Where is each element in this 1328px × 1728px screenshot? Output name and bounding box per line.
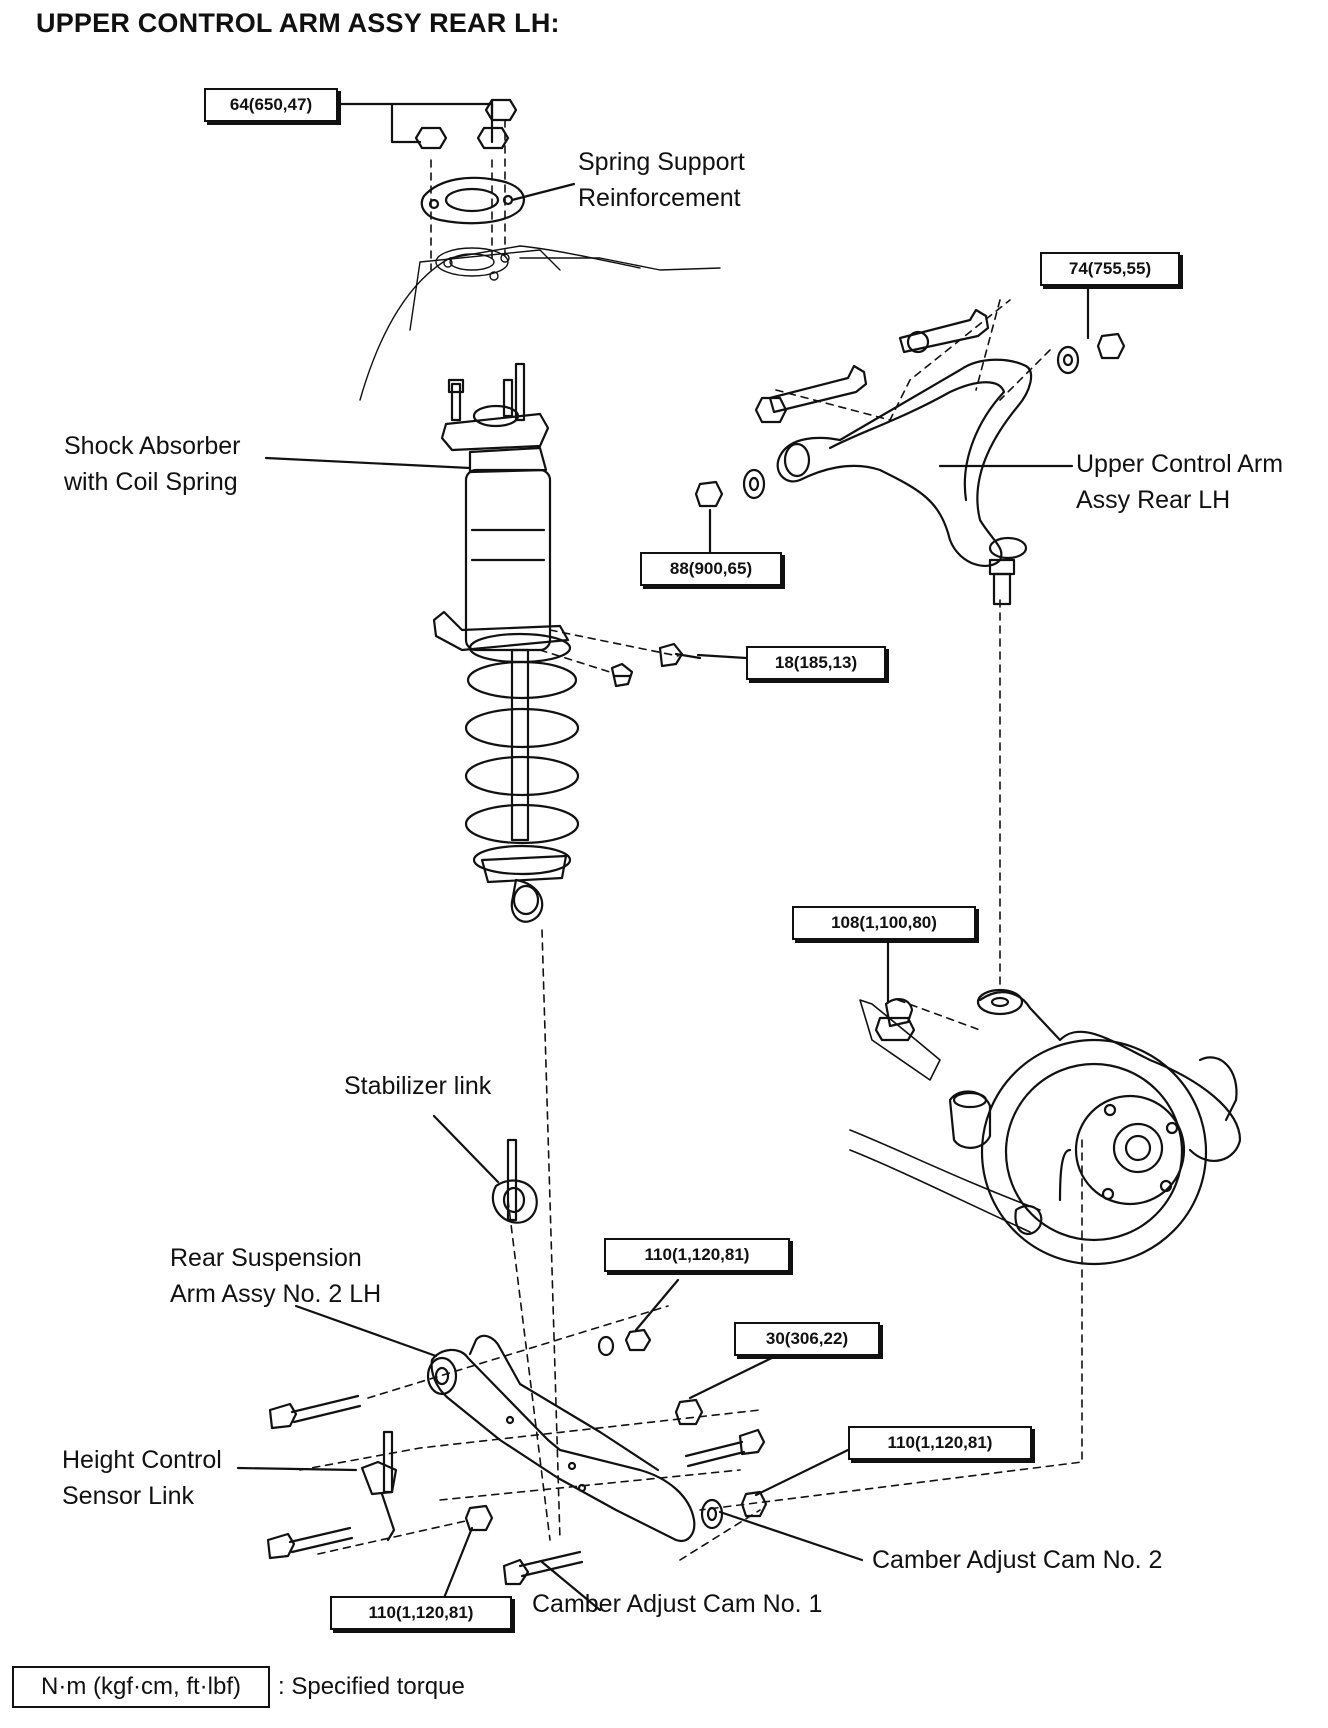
label-spring-support-line2: Reinforcement <box>578 184 741 212</box>
torque-lower-arm-inner-nut: 110(1,120,81) <box>604 1238 790 1272</box>
label-rear-suspension-arm-line1: Rear Suspension <box>170 1244 362 1272</box>
torque-lower-arm-outer-nut: 110(1,120,81) <box>848 1426 1032 1460</box>
label-upper-control-arm-line1: Upper Control Arm <box>1076 450 1284 478</box>
leader-lines <box>236 102 1090 1612</box>
label-shock-absorber-line2: with Coil Spring <box>64 468 238 496</box>
label-stabilizer-link: Stabilizer link <box>344 1072 492 1100</box>
page-title: UPPER CONTROL ARM ASSY REAR LH: <box>36 8 560 38</box>
label-upper-control-arm-line2: Assy Rear LH <box>1076 486 1231 514</box>
bracket-bolts <box>610 642 702 688</box>
stabilizer-link-part <box>491 1138 538 1224</box>
body-panel <box>359 245 721 401</box>
label-shock-absorber-line1: Shock Absorber <box>64 432 241 460</box>
torque-upper-arm-rear-nut: 74(755,55) <box>1040 252 1180 286</box>
knuckle-hub-disc <box>849 988 1242 1266</box>
label-camber-cam-2: Camber Adjust Cam No. 2 <box>872 1546 1163 1574</box>
knuckle-nut <box>874 1016 916 1042</box>
torque-stabilizer-nut: 30(306,22) <box>734 1322 880 1356</box>
rear-suspension-arm <box>266 1328 768 1586</box>
label-upper-control-arm: Upper Control Arm Assy Rear LH <box>1076 446 1283 518</box>
upper-control-arm <box>694 308 1126 606</box>
legend-meaning: : Specified torque <box>278 1673 465 1700</box>
label-spring-support-line1: Spring Support <box>578 148 745 176</box>
torque-shock-bracket-bolts: 18(185,13) <box>746 646 886 680</box>
label-spring-support: Spring Support Reinforcement <box>578 144 745 216</box>
label-camber-cam-1: Camber Adjust Cam No. 1 <box>532 1590 823 1618</box>
label-height-control-sensor-line1: Height Control <box>62 1446 222 1474</box>
torque-knuckle-nut: 108(1,100,80) <box>792 906 976 940</box>
label-height-control-sensor-line2: Sensor Link <box>62 1482 195 1510</box>
assembly-lines <box>299 119 1083 1561</box>
torque-upper-arm-front-nut: 88(900,65) <box>640 552 782 586</box>
spring-support-parts <box>414 98 525 225</box>
label-rear-suspension-arm: Rear Suspension Arm Assy No. 2 LH <box>170 1240 381 1312</box>
torque-spring-support-nuts: 64(650,47) <box>204 88 338 122</box>
label-rear-suspension-arm-line2: Arm Assy No. 2 LH <box>170 1280 382 1308</box>
label-shock-absorber: Shock Absorber with Coil Spring <box>64 428 241 500</box>
shock-absorber-coil-spring <box>432 362 580 923</box>
label-height-control-sensor: Height Control Sensor Link <box>62 1442 222 1514</box>
legend-unit-box: N·m (kgf·cm, ft·lbf) <box>12 1666 270 1708</box>
torque-camber-cam-nut: 110(1,120,81) <box>330 1596 512 1630</box>
